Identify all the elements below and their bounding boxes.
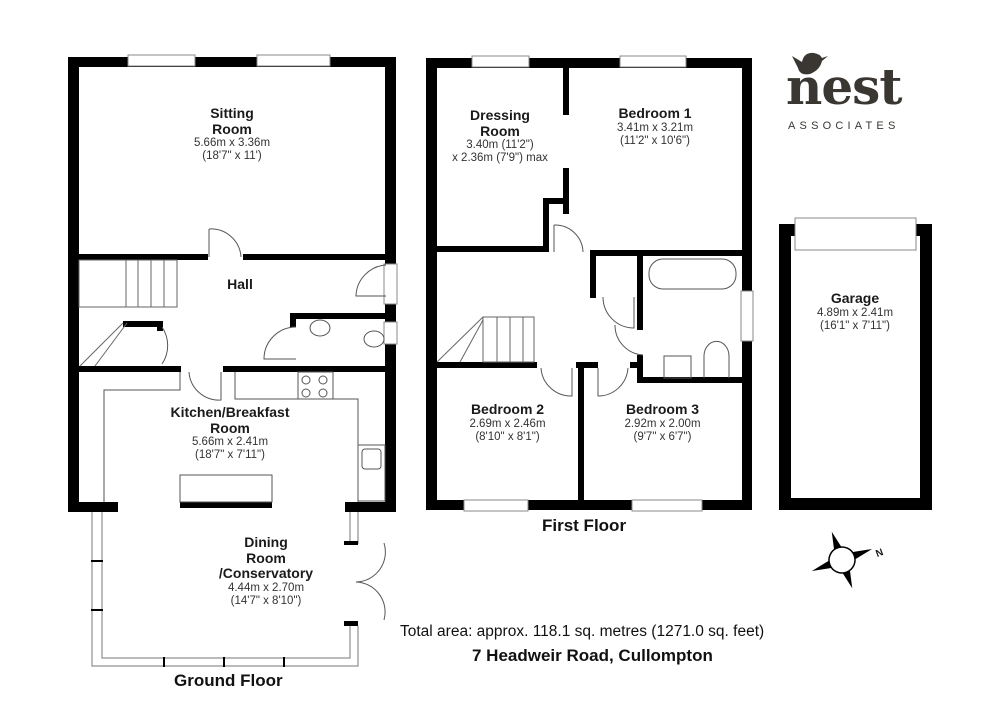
room-dim-metric: 3.41m x 3.21m	[616, 121, 694, 134]
room-dim-imperial: (18'7" x 11')	[202, 150, 262, 163]
brand-subtitle: ASSOCIATES	[788, 120, 900, 132]
room-name: Dressing	[470, 107, 530, 123]
room-dim-imperial: (16'1" x 7'11")	[820, 319, 890, 332]
room-name: Dining	[244, 534, 288, 550]
room-label-dining-conservatory: Dining Room /Conservatory 4.44m x 2.70m …	[200, 534, 332, 608]
room-label-kitchen: Kitchen/Breakfast Room 5.66m x 2.41m (18…	[150, 404, 310, 462]
garage-walls	[779, 224, 932, 510]
room-dim-imperial: (9'7" x 6'7")	[633, 430, 692, 443]
room-name-line2: Room	[210, 419, 250, 436]
ground-floor-windows	[127, 54, 398, 345]
room-name: Kitchen/Breakfast	[170, 404, 290, 420]
kitchen-fixtures	[103, 319, 386, 503]
room-label-garage: Garage 4.89m x 2.41m (16'1" x 7'11")	[800, 290, 910, 332]
room-dim-imperial: x 2.36m (7'9") max	[452, 152, 548, 165]
room-dim-imperial: (11'2" x 10'6")	[620, 134, 690, 147]
first-floor-windows	[463, 55, 754, 512]
room-name: Bedroom 1	[618, 105, 692, 121]
floor-label-first: First Floor	[542, 516, 627, 535]
room-label-hall: Hall	[210, 276, 270, 293]
room-dim-metric: 2.69m x 2.46m	[469, 417, 546, 430]
bird-icon	[792, 52, 828, 75]
floor-label-ground: Ground Floor	[174, 671, 283, 690]
room-label-bedroom-1: Bedroom 1 3.41m x 3.21m (11'2" x 10'6")	[600, 105, 710, 147]
first-floor-walls	[426, 58, 752, 510]
room-dim-metric: 4.44m x 2.70m	[227, 582, 305, 595]
total-area-text: Total area: approx. 118.1 sq. metres (12…	[400, 623, 765, 640]
brand-wordmark: nest	[786, 57, 902, 116]
first-floor-doors	[540, 224, 737, 397]
room-dim-metric: 5.66m x 2.41m	[191, 436, 269, 449]
room-dim-imperial: (14'7" x 8'10")	[230, 594, 302, 607]
room-label-dressing-room: Dressing Room 3.40m (11'2") x 2.36m (7'9…	[440, 107, 560, 165]
compass-icon	[811, 531, 873, 589]
garage-door	[794, 217, 917, 251]
room-dim-imperial: (18'7" x 7'11")	[195, 449, 265, 462]
room-label-sitting-room: Sitting Room 5.66m x 3.36m (18'7" x 11')	[172, 105, 292, 163]
room-name: Bedroom 2	[470, 401, 545, 417]
property-address: 7 Headweir Road, Cullompton	[472, 646, 713, 665]
room-name: Sitting	[210, 105, 254, 121]
first-floor-stairs	[436, 316, 535, 363]
room-label-bedroom-2: Bedroom 2 2.69m x 2.46m (8'10" x 8'1")	[455, 401, 560, 443]
room-name: Hall	[227, 276, 253, 292]
room-name: Bedroom 3	[625, 401, 700, 417]
room-name-line3: /Conservatory	[218, 565, 314, 582]
room-dim-metric: 2.92m x 2.00m	[624, 417, 701, 430]
room-dim-metric: 5.66m x 3.36m	[193, 137, 271, 150]
ground-floor-doors	[161, 228, 387, 621]
conservatory-mullions	[91, 541, 358, 667]
room-dim-metric: 4.89m x 2.41m	[816, 306, 894, 319]
ground-floor-stairs	[78, 259, 178, 367]
room-label-bedroom-3: Bedroom 3 2.92m x 2.00m (9'7" x 6'7")	[610, 401, 715, 443]
room-name-line2: Room	[246, 549, 286, 566]
room-name: Garage	[830, 290, 880, 306]
room-dim-metric: 3.40m (11'2")	[466, 139, 534, 152]
room-dim-imperial: (8'10" x 8'1")	[475, 430, 540, 443]
room-name-line2: Room	[212, 120, 252, 137]
room-name-line2: Room	[480, 122, 520, 139]
